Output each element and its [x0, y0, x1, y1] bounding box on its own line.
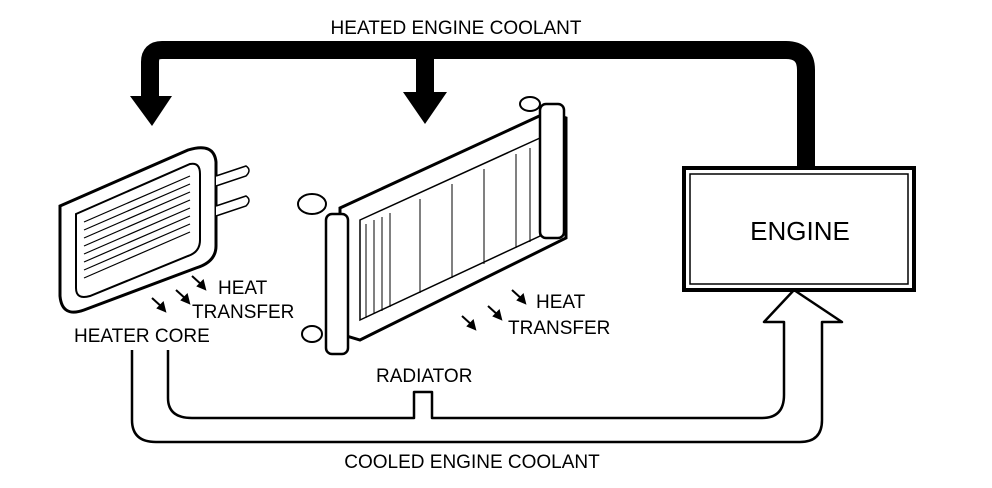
heated-coolant-arrow	[130, 41, 815, 166]
heater-core-label: HEATER CORE	[74, 326, 210, 347]
heat-transfer-right-line1: HEAT	[536, 292, 586, 313]
heat-transfer-left-line2: TRANSFER	[192, 302, 294, 323]
heated-coolant-label: HEATED ENGINE COOLANT	[331, 18, 582, 39]
radiator-arrowhead	[403, 92, 447, 124]
radiator	[297, 96, 568, 356]
heater-core-arrowhead	[130, 96, 172, 126]
heat-transfer-arrows-left	[151, 275, 207, 313]
radiator-label: RADIATOR	[376, 366, 472, 387]
engine-label: ENGINE	[750, 216, 850, 246]
heater-core	[58, 146, 250, 314]
cooled-coolant-label: COOLED ENGINE COOLANT	[344, 452, 600, 473]
heat-transfer-right-line2: TRANSFER	[508, 318, 610, 339]
heat-transfer-arrows-right	[461, 289, 527, 331]
heat-transfer-left-line1: HEAT	[218, 278, 268, 299]
engine-box	[682, 166, 916, 292]
cooled-coolant-arrow	[130, 288, 844, 444]
